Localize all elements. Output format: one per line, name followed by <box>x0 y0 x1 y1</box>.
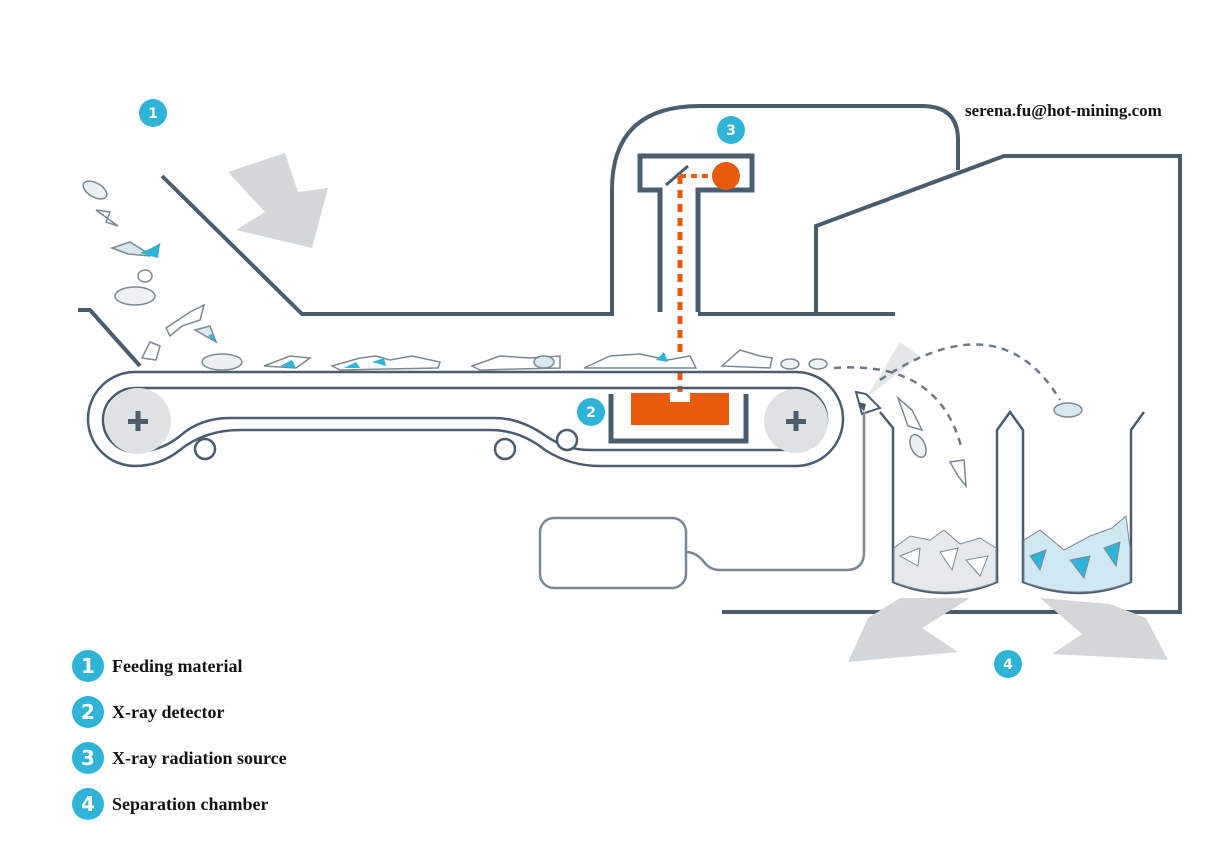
legend-item-feeding: 1 Feeding material <box>72 644 287 688</box>
badge-2: 2 <box>577 398 605 426</box>
badge-1: 1 <box>139 99 167 127</box>
reject-output-arrow <box>848 598 970 662</box>
legend-label: X-ray radiation source <box>112 747 287 768</box>
legend-badge-2: 2 <box>72 696 104 728</box>
accept-output-arrow <box>1040 598 1168 660</box>
xray-source-housing <box>637 153 755 312</box>
contact-email: serena.fu@hot-mining.com <box>965 101 1162 120</box>
idler-rollers <box>193 428 579 461</box>
feed-hopper <box>78 174 605 368</box>
svg-text:4: 4 <box>1003 657 1013 673</box>
legend-label: X-ray detector <box>112 701 225 722</box>
legend-item-source: 3 X-ray radiation source <box>72 736 287 780</box>
legend-badge-1: 1 <box>72 650 104 682</box>
rejected-material-pile <box>893 529 997 593</box>
right-drive-roller <box>764 389 828 453</box>
falling-pieces <box>896 395 1083 489</box>
legend-label: Separation chamber <box>112 793 269 814</box>
xray-source-emitter <box>712 162 740 190</box>
air-ejector <box>854 390 882 416</box>
badge-3: 3 <box>717 116 745 144</box>
legend-item-detector: 2 X-ray detector <box>72 690 287 734</box>
legend-item-separation: 4 Separation chamber <box>72 782 287 826</box>
left-drive-roller <box>105 388 171 454</box>
feed-direction-arrow <box>228 153 328 248</box>
separation-chambers <box>879 409 1146 595</box>
control-unit <box>538 516 688 590</box>
svg-text:2: 2 <box>586 405 596 421</box>
legend-label: Feeding material <box>112 655 243 676</box>
legend-badge-4: 4 <box>72 788 104 820</box>
material-pieces <box>82 180 828 371</box>
badge-4: 4 <box>994 650 1022 678</box>
trajectories <box>833 343 1062 451</box>
control-cable <box>685 412 866 572</box>
svg-text:1: 1 <box>148 106 158 122</box>
legend: 1 Feeding material 2 X-ray detector 3 X-… <box>72 644 287 828</box>
air-jet-cone <box>866 342 920 398</box>
legend-badge-3: 3 <box>72 742 104 774</box>
svg-text:3: 3 <box>726 123 736 139</box>
xray-detector <box>631 393 729 425</box>
accepted-material-pile <box>1023 515 1131 593</box>
detector-housing <box>608 394 749 444</box>
